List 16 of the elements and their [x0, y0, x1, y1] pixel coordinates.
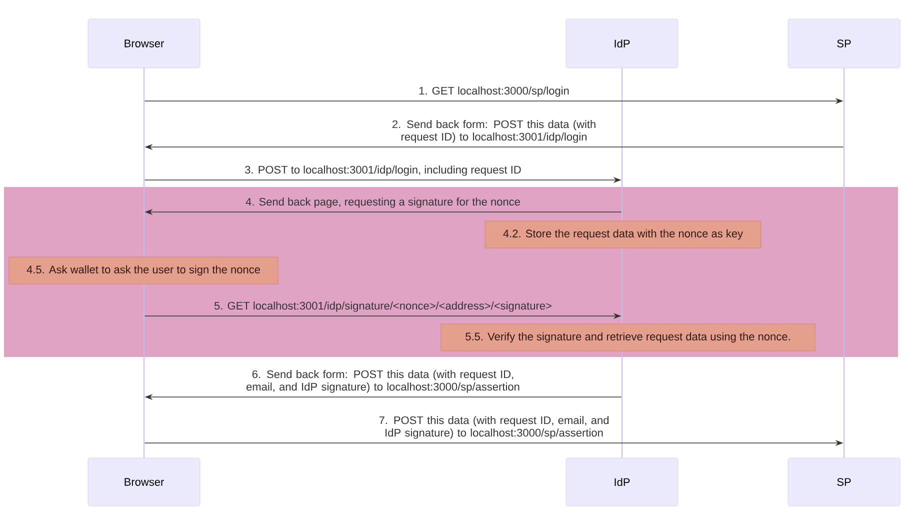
message-label: 2. Send back form: POST this data (with request ID) to localhost:3001/idp/login [392, 120, 596, 143]
note-box: 5.5. Verify the signature and retrieve request data using the nonce. [440, 324, 816, 352]
message-label: 6. Send back form: POST this data (with request ID, email, and IdP signature) to localhost:3000/sp/assertion [246, 370, 520, 393]
message-label: 7. POST this data (with request ID, email, and IdP signature) to localhost:3000/sp/assertion [379, 416, 609, 439]
note-box: 4.5. Ask wallet to ask the user to sign the nonce [8, 256, 278, 284]
message-label: 1. GET localhost:3000/sp/login [419, 86, 569, 97]
participant-box: SP [788, 458, 900, 506]
message-label: 3. POST to localhost:3001/idp/login, including request ID [245, 166, 521, 176]
message-label: 5. GET localhost:3001/idp/signature/<nonce>/<address>/<signature> [214, 302, 552, 312]
participant-box: SP [788, 18, 900, 68]
participant-box: IdP [566, 18, 678, 68]
message-label: 4. Send back page, requesting a signature for the nonce [246, 198, 520, 208]
participant-box: Browser [88, 18, 200, 68]
note-box: 4.2. Store the request data with the nonce as key [484, 220, 762, 248]
participant-box: Browser [88, 458, 200, 506]
participant-box: IdP [566, 458, 678, 506]
